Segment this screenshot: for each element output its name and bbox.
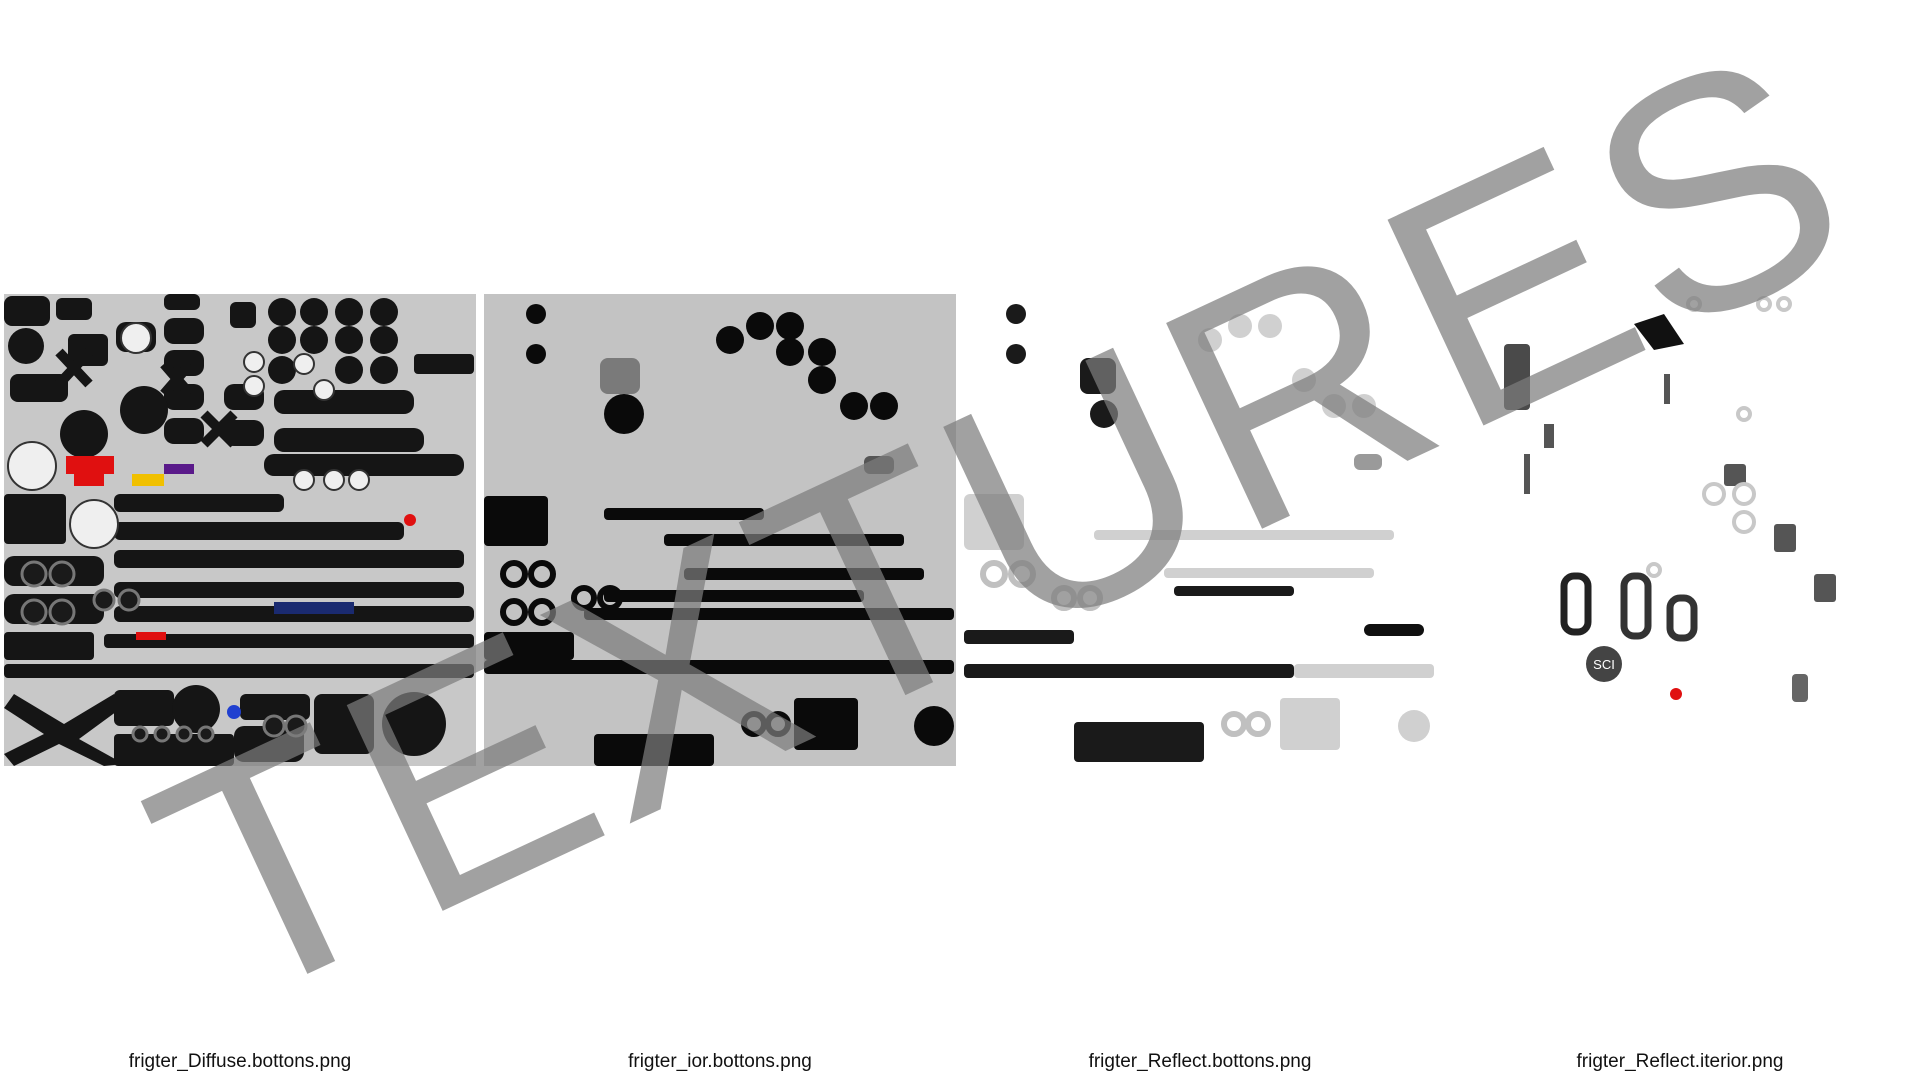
texture-caption-diffuse: frigter_Diffuse.bottons.png xyxy=(128,1051,352,1072)
red-decal xyxy=(66,456,114,474)
reflect-bottons-uv-layout xyxy=(964,304,1434,762)
texture-reflect-bottons-map xyxy=(964,294,1436,766)
sci-logo-text: SCI xyxy=(1593,657,1615,672)
texture-caption-ior: frigter_ior.bottons.png xyxy=(628,1051,812,1072)
texture-diffuse-map xyxy=(4,294,476,766)
texture-caption-reflect-interior: frigter_Reflect.iterior.png xyxy=(1576,1051,1784,1072)
texture-caption-reflect-bottons: frigter_Reflect.bottons.png xyxy=(1088,1051,1312,1072)
ior-uv-layout xyxy=(484,304,954,766)
sci-logo xyxy=(1586,646,1622,682)
texture-ior-map xyxy=(484,294,956,766)
reflect-interior-uv-layout: SCI xyxy=(1504,296,1836,702)
texture-reflect-interior-map: SCI xyxy=(1444,294,1916,766)
diffuse-uv-layout xyxy=(4,294,474,766)
